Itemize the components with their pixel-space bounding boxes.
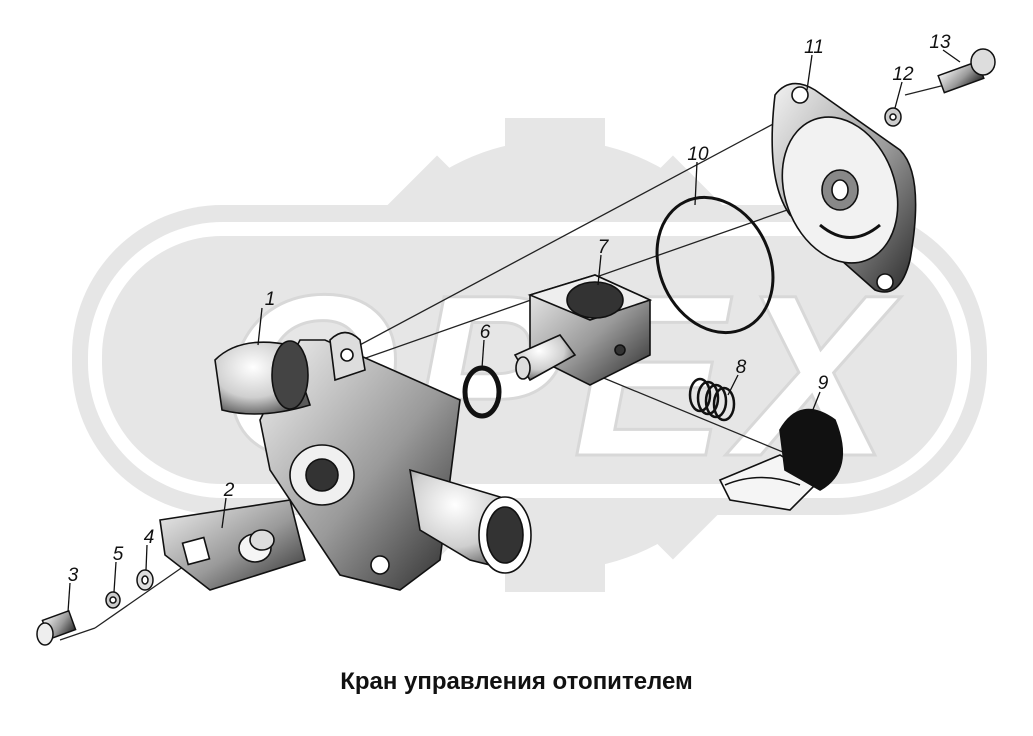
callout-leader-lines <box>67 49 961 613</box>
callout-3: 3 <box>68 565 79 586</box>
part-2-cover-plate <box>159 499 306 591</box>
part-11-cover-flange <box>771 82 917 293</box>
part-13-bolt <box>937 48 996 94</box>
callout-4: 4 <box>144 527 155 548</box>
part-10-gasket <box>655 195 775 335</box>
callout-2: 2 <box>223 480 235 501</box>
part-5-lock-washer <box>105 591 121 609</box>
part-12-washer <box>884 107 902 127</box>
callout-10: 10 <box>687 144 709 165</box>
callout-9: 9 <box>818 373 829 394</box>
callout-11: 11 <box>804 37 824 58</box>
callout-1: 1 <box>265 289 276 310</box>
callout-12: 12 <box>892 64 914 85</box>
callout-5: 5 <box>113 544 124 565</box>
callout-13: 13 <box>929 32 951 53</box>
part-3-screw <box>36 609 77 646</box>
callout-7: 7 <box>598 237 610 258</box>
part-9-handle-lever <box>718 408 843 511</box>
part-8-spring <box>688 377 736 422</box>
callout-6: 6 <box>480 322 491 343</box>
callout-8: 8 <box>736 357 747 378</box>
part-4-washer <box>136 569 154 591</box>
part-1-valve-body <box>214 331 532 591</box>
diagram-caption: Кран управления отопителем <box>340 668 693 695</box>
part-7-valve-block <box>513 274 653 386</box>
